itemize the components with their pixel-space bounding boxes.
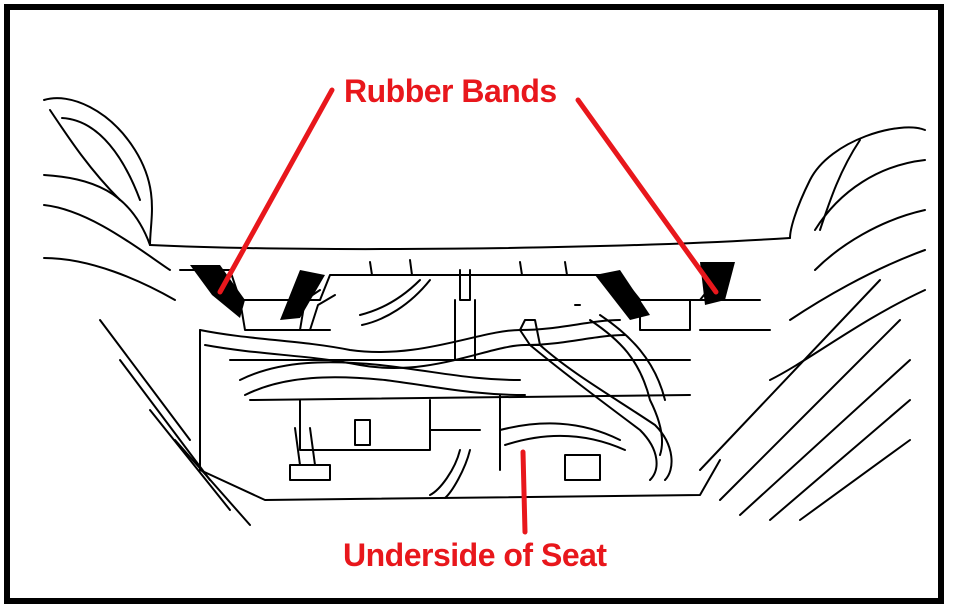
right-side-panel (789, 126, 926, 239)
callout-line-left (217, 87, 335, 295)
callout-line-right (575, 97, 719, 295)
wire-harness (199, 319, 621, 354)
seat-base-frame (179, 269, 721, 301)
callout-line-bottom (520, 449, 528, 535)
right-rubber-band (595, 270, 650, 320)
left-side-panel (43, 97, 153, 246)
left-connector (289, 464, 331, 481)
rubber-bands-label: Rubber Bands (344, 73, 557, 109)
underside-of-seat-label: Underside of Seat (343, 537, 607, 573)
right-connector (564, 454, 601, 481)
left-rubber-band (190, 265, 245, 318)
seat-edge (149, 237, 791, 251)
